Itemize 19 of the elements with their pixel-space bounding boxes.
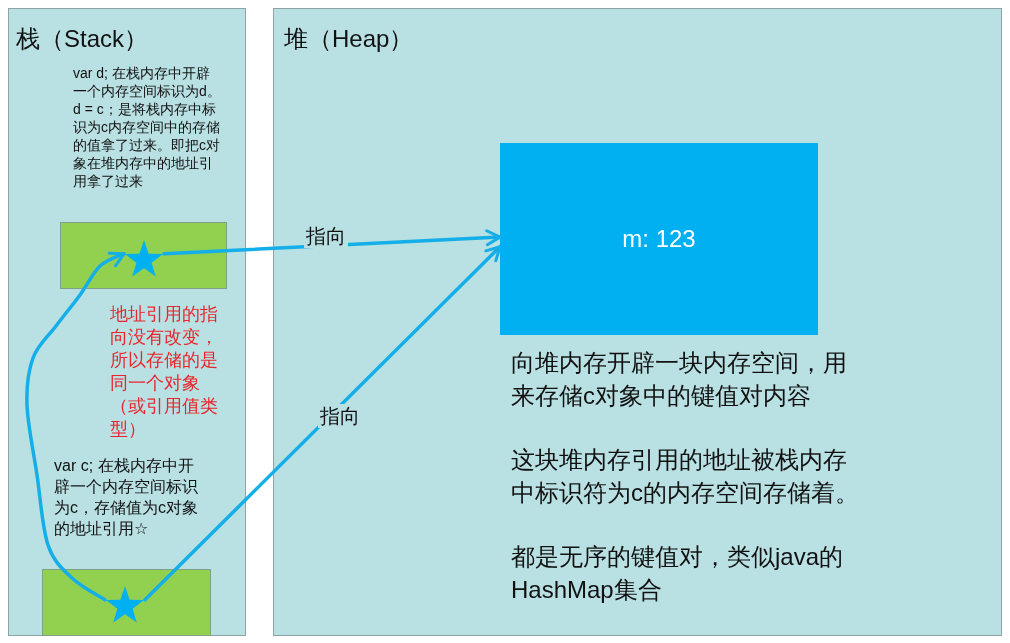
description-text: 这块堆内存引用的地址被栈内存中标识符为c的内存空间存储着。	[511, 445, 860, 508]
note-text: var d; 在栈内存中开辟一个内存空间标识为d。	[73, 64, 222, 100]
heap-panel	[273, 8, 1002, 636]
panel-title: 栈（Stack）	[16, 25, 149, 54]
curved-arrow	[25, 251, 126, 602]
description-text: 向堆内存开辟一块内存空间，用来存储c对象中的键值对内容	[511, 348, 848, 411]
note-text: var c; 在栈内存中开辟一个内存空间标识为c，存储值为c对象的地址引用☆	[54, 456, 199, 539]
memory-cell	[60, 222, 227, 289]
edge-label: 指向	[304, 224, 348, 248]
stack-panel	[8, 8, 246, 636]
annotation-text: 地址引用的指向没有改变，所以存储的是同一个对象（或引用值类型）	[110, 303, 219, 441]
memory-cell	[42, 569, 211, 636]
description-text: 都是无序的键值对，类似java的HashMap集合	[511, 542, 845, 605]
star-icon	[105, 585, 145, 625]
star-icon	[124, 239, 164, 279]
object-box: m: 123	[500, 143, 818, 335]
note-text: d = c；是将栈内存中标识为c内存空间中的存储的值拿了过来。即把c对象在堆内存中的地址引用拿了过来	[73, 100, 221, 190]
panel-title: 堆（Heap）	[284, 25, 414, 54]
arrow	[143, 244, 502, 602]
